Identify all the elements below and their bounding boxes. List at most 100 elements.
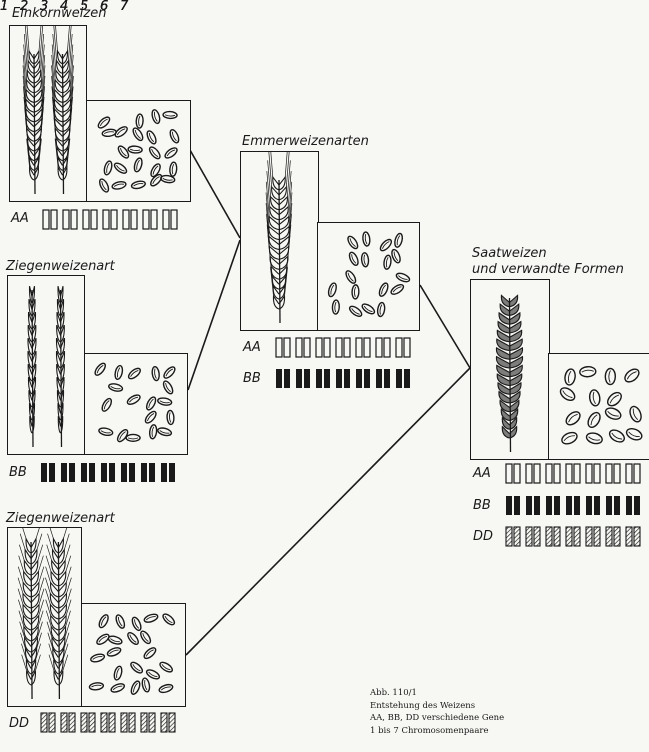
chromosome bbox=[284, 338, 290, 357]
chromosome bbox=[364, 338, 370, 357]
chromosome bbox=[103, 210, 109, 229]
chromosome-number: 6 bbox=[100, 0, 108, 14]
chromosome bbox=[161, 713, 167, 732]
chromosome bbox=[169, 463, 175, 482]
chromosome-set-dd bbox=[40, 712, 184, 738]
wheat-ear-illustration bbox=[10, 26, 85, 200]
chromosome-number: 5 bbox=[80, 0, 88, 14]
saatweizen-title: Saatweizen bbox=[472, 246, 547, 261]
chromosome bbox=[276, 338, 282, 357]
chromosome bbox=[41, 713, 47, 732]
chromosome bbox=[534, 464, 540, 483]
chromosome bbox=[606, 464, 612, 483]
chromosome bbox=[161, 463, 167, 482]
chromosome bbox=[121, 463, 127, 482]
chromosome bbox=[63, 210, 69, 229]
chromosome bbox=[574, 464, 580, 483]
wheat-ear-illustration bbox=[8, 528, 80, 705]
genome-label-bb: BB bbox=[473, 499, 491, 513]
chromosome bbox=[514, 496, 520, 515]
chromosome bbox=[83, 210, 89, 229]
chromosome bbox=[69, 463, 75, 482]
grains-illustration bbox=[87, 101, 189, 200]
chromosome-set-bb bbox=[275, 368, 419, 394]
wheat-ear-illustration bbox=[241, 152, 317, 329]
ziegenweizen-1-ear-image bbox=[7, 275, 85, 455]
chromosome bbox=[141, 463, 147, 482]
chromosome bbox=[586, 464, 592, 483]
chromosome bbox=[586, 527, 592, 546]
chromosome-number: 7 bbox=[120, 0, 128, 14]
chromosome-set-aa bbox=[505, 463, 649, 489]
chromosome bbox=[141, 713, 147, 732]
figure-caption: Abb. 110/1 Entstehung des Weizens AA, BB… bbox=[370, 687, 504, 737]
chromosome bbox=[336, 369, 342, 388]
chromosome-set-dd bbox=[505, 526, 649, 552]
chromosome bbox=[526, 527, 532, 546]
grains-illustration bbox=[549, 354, 649, 458]
genome-label-aa: AA bbox=[243, 341, 261, 355]
chromosome bbox=[546, 464, 552, 483]
einkorn-ear-image bbox=[9, 25, 87, 202]
chromosome bbox=[344, 338, 350, 357]
chromosome bbox=[304, 369, 310, 388]
chromosome bbox=[109, 463, 115, 482]
chromosome bbox=[296, 369, 302, 388]
chromosome bbox=[89, 713, 95, 732]
chromosome bbox=[101, 463, 107, 482]
chromosome bbox=[526, 496, 532, 515]
chromosome bbox=[151, 210, 157, 229]
chromosome bbox=[534, 496, 540, 515]
chromosome bbox=[109, 713, 115, 732]
chromosome bbox=[626, 496, 632, 515]
einkorn-grains-image bbox=[86, 100, 191, 202]
chromosome-set-aa bbox=[42, 209, 186, 235]
chromosome bbox=[304, 338, 310, 357]
chromosome bbox=[514, 464, 520, 483]
ziegenweizen-title-1: Ziegenweizenart bbox=[6, 259, 115, 274]
chromosome-number: 4 bbox=[60, 0, 68, 14]
genome-label-bb: BB bbox=[9, 466, 27, 480]
chromosome bbox=[384, 338, 390, 357]
chromosome bbox=[594, 496, 600, 515]
chromosome bbox=[546, 496, 552, 515]
chromosome bbox=[586, 496, 592, 515]
genome-label-bb: BB bbox=[243, 372, 261, 386]
wheat-ear-illustration bbox=[471, 280, 548, 458]
chromosome bbox=[41, 463, 47, 482]
chromosome bbox=[336, 338, 342, 357]
chromosome bbox=[356, 338, 362, 357]
caption-line: Abb. 110/1 bbox=[370, 687, 504, 700]
chromosome bbox=[61, 713, 67, 732]
chromosome bbox=[514, 527, 520, 546]
genome-label-aa: AA bbox=[473, 467, 491, 481]
chromosome-set-bb bbox=[40, 462, 184, 488]
chromosome bbox=[91, 210, 97, 229]
chromosome bbox=[594, 527, 600, 546]
saatweizen-subtitle: und verwandte Formen bbox=[472, 262, 624, 277]
chromosome bbox=[51, 210, 57, 229]
chromosome bbox=[61, 463, 67, 482]
chromosome bbox=[614, 527, 620, 546]
chromosome bbox=[163, 210, 169, 229]
ziegenweizen-2-ear-image bbox=[7, 527, 82, 707]
chromosome bbox=[81, 463, 87, 482]
chromosome bbox=[376, 338, 382, 357]
ziegenweizen-title-2: Ziegenweizenart bbox=[6, 511, 115, 526]
chromosome bbox=[526, 464, 532, 483]
ziegenweizen-2-grains-image bbox=[81, 603, 186, 707]
chromosome bbox=[276, 369, 282, 388]
chromosome-set-aa bbox=[275, 337, 419, 363]
chromosome bbox=[121, 713, 127, 732]
chromosome bbox=[49, 713, 55, 732]
chromosome bbox=[296, 338, 302, 357]
chromosome bbox=[43, 210, 49, 229]
chromosome-number: 1 bbox=[0, 0, 8, 14]
chromosome-number: 2 bbox=[20, 0, 28, 14]
saatweizen-grains-image bbox=[548, 353, 649, 460]
chromosome bbox=[324, 369, 330, 388]
chromosome bbox=[554, 527, 560, 546]
genome-label-aa: AA bbox=[11, 212, 29, 226]
grains-illustration bbox=[85, 354, 186, 453]
saatweizen-ear-image bbox=[470, 279, 550, 460]
